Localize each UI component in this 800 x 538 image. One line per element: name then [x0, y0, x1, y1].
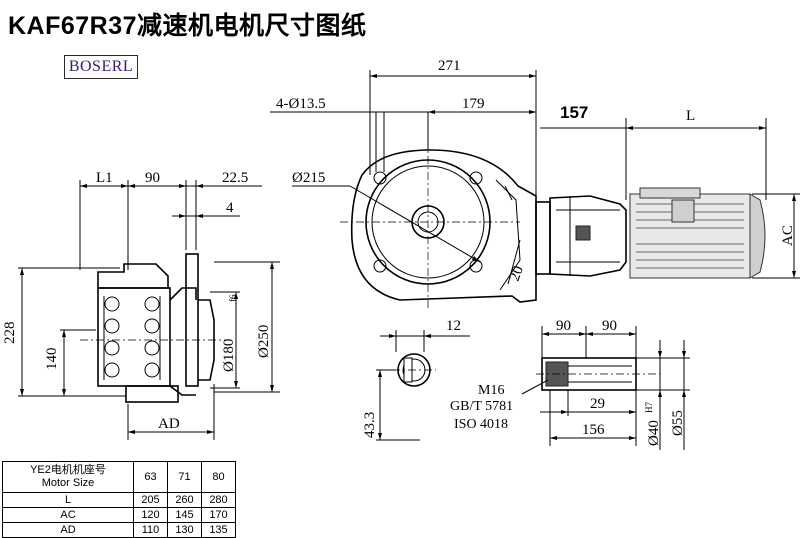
motor-size-table: YE2电机机座号 Motor Size 63 71 80 L 205 260 2…	[2, 461, 236, 538]
dim-AD: AD	[158, 416, 180, 432]
dim-L1: L1	[96, 170, 113, 186]
table-header-cell: YE2电机机座号 Motor Size	[2, 461, 134, 493]
dim-dia55: Ø55	[670, 410, 686, 436]
bolt-spec-gbt: GB/T 5781	[450, 399, 513, 414]
dim-AC: AC	[780, 225, 796, 246]
table-cell: 120	[133, 507, 168, 523]
dim-dia180-tol: f6	[228, 294, 238, 302]
table-cell: 130	[167, 522, 202, 538]
table-size-63: 63	[133, 461, 168, 493]
table-header-cn: YE2电机机座号	[30, 464, 106, 476]
dim-dia215: Ø215	[292, 170, 325, 186]
dim-43-3: 43.3	[362, 412, 378, 438]
dim-L-motor: L	[686, 108, 695, 124]
shaft-section-view: 12 43.3	[362, 318, 470, 441]
dim-271: 271	[438, 58, 461, 74]
bolt-spec-iso: ISO 4018	[454, 417, 508, 432]
dim-156: 156	[582, 422, 605, 438]
table-header-row: YE2电机机座号 Motor Size 63 71 80	[2, 461, 236, 493]
table-size-80: 80	[201, 461, 236, 493]
table-row: AC 120 145 170	[2, 507, 236, 523]
dim-20: 20	[507, 264, 527, 284]
table-cell: 280	[201, 492, 236, 508]
table-row-label: AD	[2, 522, 134, 538]
side-view: L1 90 22.5 4 228 140 Ø180 f6 Ø250 AD	[2, 170, 280, 440]
table-cell: 170	[201, 507, 236, 523]
dim-dia40: Ø40	[646, 420, 662, 446]
table-header-en: Motor Size	[41, 477, 95, 489]
dim-12: 12	[446, 318, 461, 334]
table-cell: 260	[167, 492, 202, 508]
dim-22-5: 22.5	[222, 170, 248, 186]
dim-29: 29	[590, 396, 605, 412]
dim-dia180: Ø180	[221, 339, 237, 372]
table-cell: 110	[133, 522, 168, 538]
dim-dia250: Ø250	[256, 325, 272, 358]
table-cell: 145	[167, 507, 202, 523]
dim-140: 140	[44, 348, 60, 371]
drawing-title: KAF67R37减速机电机尺寸图纸	[8, 12, 367, 40]
dim-157: 157	[560, 103, 588, 122]
dim-holes: 4-Ø13.5	[276, 96, 326, 112]
dim-90-shaft-a: 90	[556, 318, 571, 334]
table-cell: 135	[201, 522, 236, 538]
dim-90-side: 90	[145, 170, 160, 186]
hollow-shaft-view: 90 90 M16 GB/T 5781 ISO 4018 29 156 Ø40 …	[450, 318, 690, 450]
front-view: 271 179 157 L AC 4-Ø13.5 Ø215 20	[270, 58, 800, 310]
dim-90-shaft-b: 90	[602, 318, 617, 334]
table-row-label: AC	[2, 507, 134, 523]
brand-logo: BOSERL	[64, 55, 138, 79]
bolt-spec-m16: M16	[478, 383, 504, 398]
dim-dia40-tol: H7	[644, 402, 654, 413]
dim-179: 179	[462, 96, 485, 112]
table-size-71: 71	[167, 461, 202, 493]
table-row: L 205 260 280	[2, 492, 236, 508]
dim-4: 4	[226, 200, 234, 216]
table-row-label: L	[2, 492, 134, 508]
table-cell: 205	[133, 492, 168, 508]
dim-228: 228	[2, 322, 18, 345]
table-row: AD 110 130 135	[2, 522, 236, 538]
